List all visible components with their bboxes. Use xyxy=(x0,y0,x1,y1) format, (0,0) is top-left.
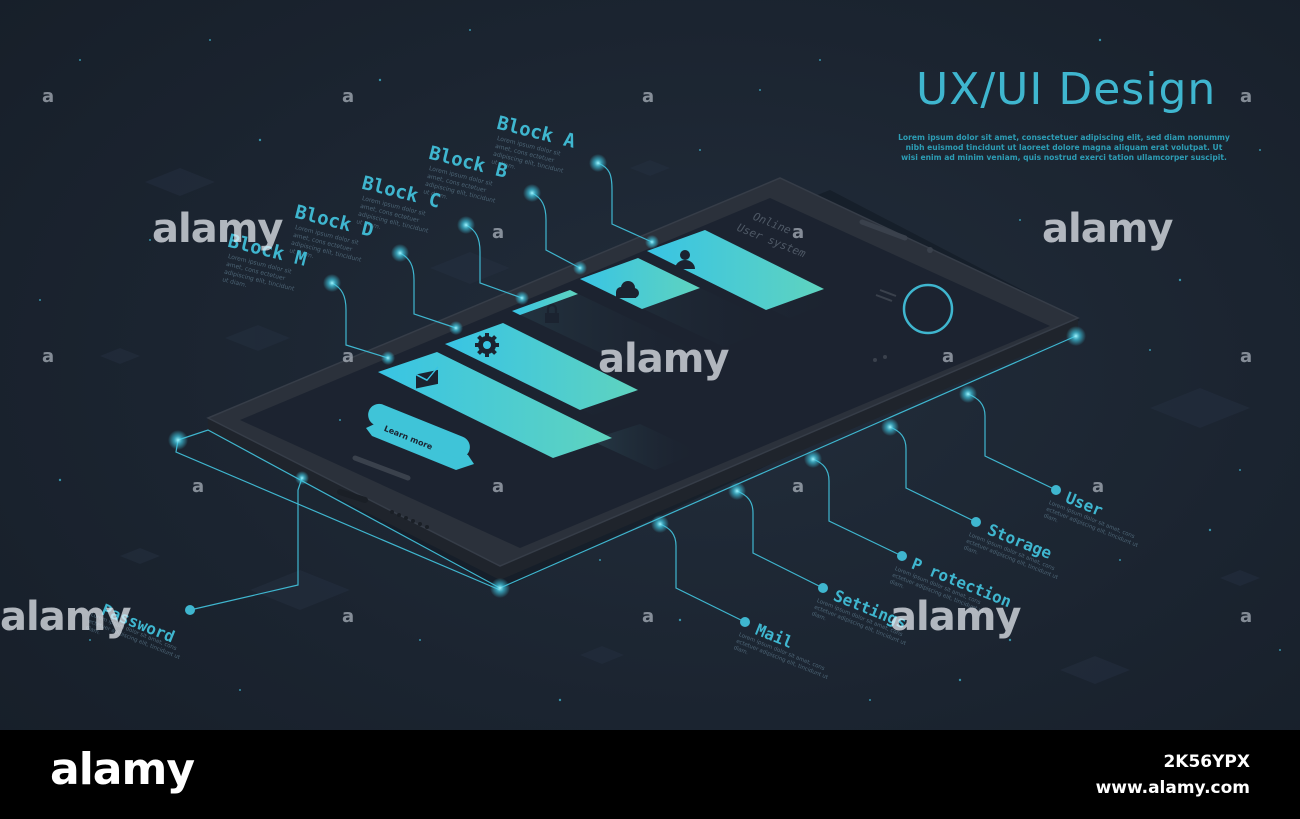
watermark-letter: a xyxy=(42,346,55,367)
watermark-letter: a xyxy=(942,346,955,367)
watermark-letter: a xyxy=(42,86,55,107)
watermark-letter: a xyxy=(492,476,505,497)
watermark-letter: a xyxy=(792,476,805,497)
cloud-icon xyxy=(616,281,639,298)
watermark: alamy xyxy=(0,594,131,640)
footer-url: www.alamy.com xyxy=(1095,778,1250,798)
footer-logo: alamy xyxy=(50,744,195,795)
watermark-letter: a xyxy=(1240,86,1253,107)
scene: Online User system Learn more UX/UI Desi… xyxy=(0,29,1281,702)
mail-icon xyxy=(415,366,439,389)
callout-dots xyxy=(185,485,1061,627)
watermark: alamy xyxy=(890,594,1021,640)
scene-graphics xyxy=(39,29,1281,702)
watermark-letter: a xyxy=(342,346,355,367)
watermark-letter: a xyxy=(1240,606,1253,627)
background-tiles xyxy=(100,160,1260,684)
glow-nodes xyxy=(168,154,1086,598)
background-stars xyxy=(39,29,1281,702)
page-title: UX/UI Design xyxy=(916,64,1217,115)
watermark-letter: a xyxy=(642,606,655,627)
bar-user xyxy=(647,230,824,310)
bar-protection xyxy=(512,290,578,315)
watermark: alamy xyxy=(152,206,283,252)
watermark-letter: a xyxy=(492,222,505,243)
page-subtitle: Lorem ipsum dolor sit amet, consectetuer… xyxy=(898,133,1230,162)
user-icon xyxy=(675,250,695,269)
footer-image-id: 2K56YPX xyxy=(1163,752,1250,772)
watermark-letter: a xyxy=(792,222,805,243)
home-ring-icon xyxy=(902,283,954,335)
gear-icon xyxy=(475,333,499,357)
footer-bar: alamy 2K56YPX www.alamy.com xyxy=(0,730,1300,819)
watermark-letter: a xyxy=(342,606,355,627)
watermark-letter: a xyxy=(192,476,205,497)
lock-icon xyxy=(545,303,559,323)
watermark-letter: a xyxy=(342,86,355,107)
watermark-letter: a xyxy=(642,86,655,107)
bar-icons xyxy=(415,250,695,389)
watermark: alamy xyxy=(1042,206,1173,252)
watermark: alamy xyxy=(598,336,729,382)
watermark-letter: a xyxy=(1240,346,1253,367)
bar-storage xyxy=(580,258,700,309)
watermark-letter: a xyxy=(1092,476,1105,497)
learn-more-button[interactable] xyxy=(365,401,474,470)
